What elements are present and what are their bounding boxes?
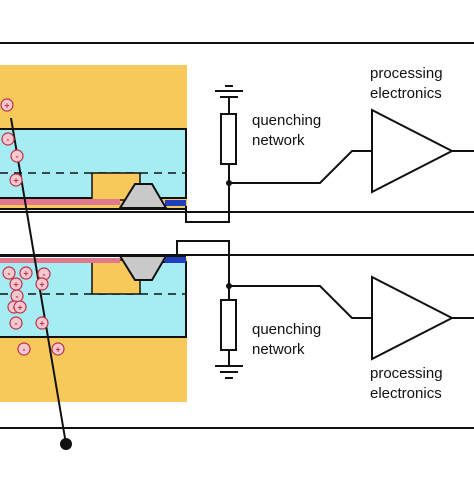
processing-label-bottom-2: electronics bbox=[370, 385, 442, 402]
quenching-label-bottom-2: network bbox=[252, 341, 305, 358]
node-top bbox=[226, 180, 232, 186]
processing-label-top-2: electronics bbox=[370, 85, 442, 102]
pink-layer-top bbox=[0, 199, 120, 205]
processing-label-top-1: processing bbox=[370, 65, 443, 82]
processing-label-bottom-1: processing bbox=[370, 365, 443, 382]
svg-text:-: - bbox=[43, 270, 46, 280]
blue-contact-bottom bbox=[165, 257, 186, 263]
charge-electron-top-2: - bbox=[10, 149, 24, 163]
quench-resistor-top bbox=[220, 113, 237, 165]
node-bottom bbox=[226, 283, 232, 289]
svg-text:-: - bbox=[15, 319, 18, 329]
charge-hole-bottom-7: + bbox=[13, 300, 27, 314]
amplifier-top bbox=[371, 108, 474, 194]
particle-dot bbox=[60, 438, 72, 450]
charge-electron-bottom-5: - bbox=[10, 289, 24, 303]
svg-text:+: + bbox=[39, 319, 44, 329]
charge-electron-top-1: - bbox=[1, 132, 15, 146]
svg-text:-: - bbox=[16, 292, 19, 302]
charge-electron-bottom-8: - bbox=[9, 316, 23, 330]
sensor-top bbox=[0, 128, 187, 210]
quench-resistor-bottom bbox=[220, 299, 237, 351]
charge-hole-bottom-1: + bbox=[19, 266, 33, 280]
svg-text:+: + bbox=[4, 101, 9, 111]
svg-text:+: + bbox=[13, 176, 18, 186]
charge-electron-bottom-10: - bbox=[17, 342, 31, 356]
crossing-wires bbox=[176, 206, 230, 255]
svg-text:-: - bbox=[16, 152, 19, 162]
charge-electron-bottom-0: - bbox=[2, 266, 16, 280]
charge-hole-bottom-11: + bbox=[51, 342, 65, 356]
quenching-label-top-2: network bbox=[252, 132, 305, 149]
charge-hole-top-3: + bbox=[9, 173, 23, 187]
svg-text:-: - bbox=[8, 269, 11, 279]
charge-electron-bottom-2: - bbox=[37, 267, 51, 281]
svg-text:-: - bbox=[7, 135, 10, 145]
charge-hole-bottom-3: + bbox=[9, 277, 23, 291]
amplifier-bottom bbox=[371, 275, 474, 361]
svg-text:+: + bbox=[39, 280, 44, 290]
quenching-label-bottom-1: quenching bbox=[252, 321, 321, 338]
charge-hole-top-0: + bbox=[0, 98, 14, 112]
pink-layer-bottom bbox=[0, 258, 120, 263]
svg-text:+: + bbox=[55, 345, 60, 355]
charge-hole-bottom-4: + bbox=[35, 277, 49, 291]
blue-contact-top bbox=[165, 200, 186, 206]
svg-text:+: + bbox=[17, 303, 22, 313]
charge-carriers: +--+-+-++--+-+-+ bbox=[0, 98, 65, 356]
quenching-network-bottom bbox=[215, 255, 372, 379]
svg-text:+: + bbox=[23, 269, 28, 279]
quenching-label-top-1: quenching bbox=[252, 112, 321, 129]
charge-hole-bottom-9: + bbox=[35, 316, 49, 330]
quenching-network-top bbox=[215, 85, 372, 212]
svg-text:+: + bbox=[13, 280, 18, 290]
svg-text:-: - bbox=[23, 345, 26, 355]
